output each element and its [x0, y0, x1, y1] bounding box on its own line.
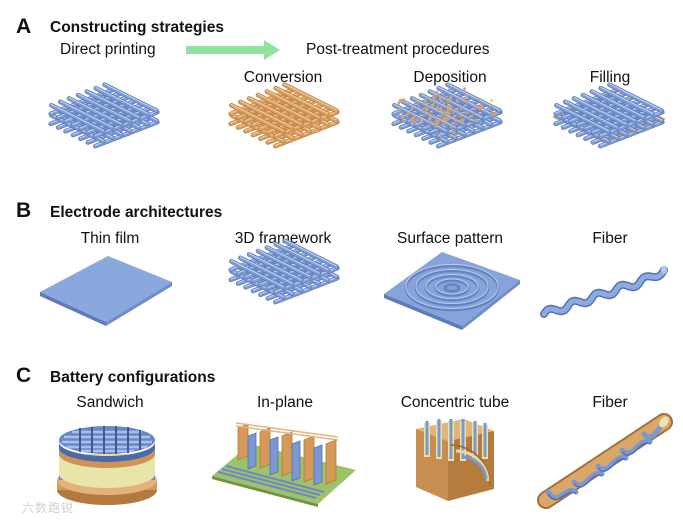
panel-c-title: Battery configurations [50, 369, 216, 386]
watermark-text: 六数跑锐 [22, 501, 75, 515]
panel-b-title: Electrode architectures [50, 204, 223, 221]
thin-film-slab-icon [40, 256, 172, 326]
spiral-pattern-slab-icon [384, 252, 520, 330]
wavy-fiber-icon [540, 266, 668, 318]
orange-lattice-scaffold-icon [228, 82, 340, 149]
twisted-fiber-cell-icon [537, 413, 673, 509]
filled-lattice-scaffold-icon [552, 82, 666, 149]
label-conversion: Conversion [243, 69, 323, 86]
flow-from-label: Direct printing [60, 41, 156, 58]
flow-to-label: Post-treatment procedures [306, 41, 490, 58]
particle-coated-lattice-icon [391, 82, 503, 149]
label-sandwich: Sandwich [76, 394, 144, 411]
label-thin-film: Thin film [80, 230, 140, 247]
label-surface-pattern: Surface pattern [397, 230, 503, 247]
panel-a-letter: A [16, 15, 32, 38]
right-arrow-icon [186, 40, 280, 60]
stacked-cell-icon [57, 426, 157, 505]
label-fiber-electrode: Fiber [592, 230, 628, 247]
blue-lattice-scaffold-icon [48, 82, 160, 149]
concentric-tube-cube-icon [416, 419, 494, 501]
panel-b-letter: B [16, 199, 32, 222]
label-concentric-tube: Concentric tube [400, 394, 510, 411]
label-filling: Filling [589, 69, 631, 86]
label-fiber-battery: Fiber [592, 394, 628, 411]
interdigitated-cell-icon [212, 422, 356, 507]
panel-a-title: Constructing strategies [50, 19, 224, 36]
lattice-framework-icon [228, 238, 340, 305]
label-in-plane: In-plane [256, 394, 313, 411]
label-3d-framework: 3D framework [234, 230, 332, 247]
panel-c-letter: C [16, 364, 32, 387]
label-deposition: Deposition [413, 69, 487, 86]
